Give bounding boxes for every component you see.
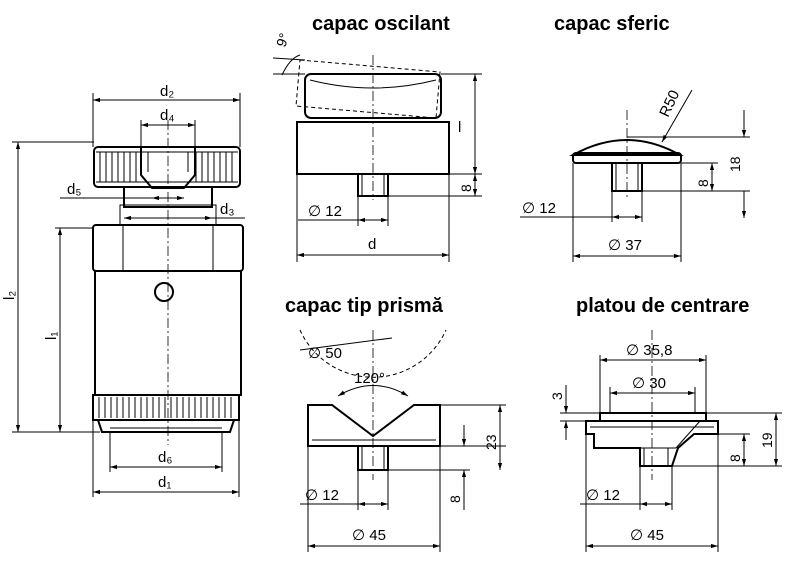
svg-text:∅ 37: ∅ 37 <box>608 237 642 254</box>
label-d1: d₁ <box>158 474 171 491</box>
label-d6: d₆ <box>158 449 172 466</box>
dia-symbol: ∅ <box>308 345 321 362</box>
label-h18: 18 <box>727 156 743 172</box>
title-oscillating-cap: capac oscilant <box>312 13 450 35</box>
dia-symbol: ∅ <box>608 237 621 254</box>
spherical-cap-view: R50 18 8 ∅ 12 ∅ 37 <box>520 88 750 262</box>
label-h8: 8 <box>458 184 474 192</box>
main-screw-view: d₂ d₄ d₅ d₃ d₆ d₁ l₂ l₁ <box>1 83 245 497</box>
svg-text:∅ 45: ∅ 45 <box>352 527 386 544</box>
svg-text:∅ 35,8: ∅ 35,8 <box>626 342 672 359</box>
label-dia50: 50 <box>325 345 342 362</box>
svg-text:∅ 12: ∅ 12 <box>522 200 556 217</box>
label-plate-dia45: 45 <box>647 527 664 544</box>
dia-symbol: ∅ <box>626 342 639 359</box>
label-angle-120: 120° <box>354 370 385 387</box>
knurl-top <box>96 151 238 183</box>
dia-symbol: ∅ <box>522 200 535 217</box>
label-h19: 19 <box>759 432 775 448</box>
label-l: l <box>458 119 461 136</box>
label-h23: 23 <box>483 434 499 450</box>
label-d2: d₂ <box>160 83 174 100</box>
title-prism-cap: capac tip prismă <box>285 295 444 317</box>
label-prism-h8: 8 <box>447 495 463 503</box>
label-h3: 3 <box>549 392 565 400</box>
dia-symbol: ∅ <box>308 203 321 220</box>
oscillating-cap-view: 9° l 8 ∅ 12 d <box>273 31 482 262</box>
svg-text:∅ 30: ∅ 30 <box>632 375 666 392</box>
label-plate-h8: 8 <box>727 454 743 462</box>
label-l1: l₁ <box>43 332 60 340</box>
title-centering-plate: platou de centrare <box>576 295 749 317</box>
label-dia30: 30 <box>649 375 666 392</box>
centering-plate-view: ∅ 35,8 ∅ 30 3 19 8 ∅ 12 ∅ 45 <box>549 330 782 552</box>
title-spherical-cap: capac sferic <box>554 13 670 35</box>
label-spherical-h8: 8 <box>695 179 711 187</box>
label-l2: l₂ <box>1 291 18 300</box>
label-prism-dia45: 45 <box>369 527 386 544</box>
svg-text:∅ 45: ∅ 45 <box>630 527 664 544</box>
label-dia12: 12 <box>325 203 342 220</box>
svg-text:∅ 50: ∅ 50 <box>308 345 342 362</box>
dia-symbol: ∅ <box>305 487 318 504</box>
label-d5: d₅ <box>67 181 81 198</box>
label-r50: R50 <box>656 88 683 120</box>
label-spherical-dia12: 12 <box>539 200 556 217</box>
label-prism-dia12: 12 <box>322 487 339 504</box>
label-dia37: 37 <box>625 237 642 254</box>
svg-text:∅ 12: ∅ 12 <box>586 487 620 504</box>
prism-cap-view: ∅ 50 120° 23 8 ∅ 12 ∅ 45 <box>299 329 506 552</box>
label-plate-dia12: 12 <box>603 487 620 504</box>
label-d3: d₃ <box>220 201 234 218</box>
label-angle-9: 9° <box>273 31 293 49</box>
dia-symbol: ∅ <box>586 487 599 504</box>
svg-text:∅ 12: ∅ 12 <box>308 203 342 220</box>
label-d: d <box>368 236 376 253</box>
svg-text:∅ 12: ∅ 12 <box>305 487 339 504</box>
dia-symbol: ∅ <box>632 375 645 392</box>
dia-symbol: ∅ <box>352 527 365 544</box>
dia-symbol: ∅ <box>630 527 643 544</box>
label-d4: d₄ <box>160 107 174 124</box>
label-dia35-8: 35,8 <box>643 342 672 359</box>
